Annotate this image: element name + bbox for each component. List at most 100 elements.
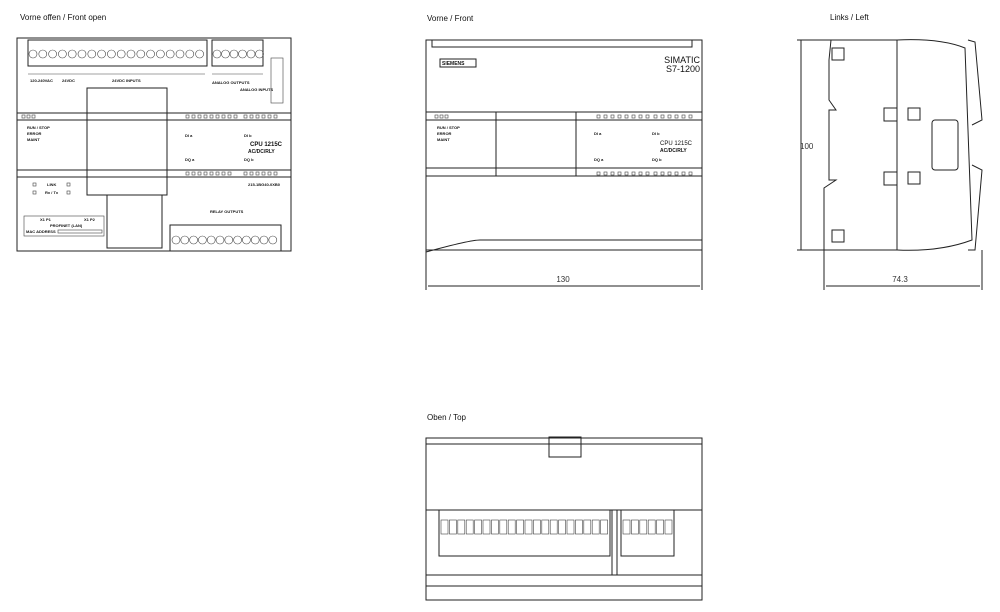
di-b-label: DI b [652,131,660,136]
terminal-opening [482,519,491,535]
led-indicator [674,171,679,176]
center-window [86,87,168,196]
rxtx-led-label: Rx / Tx [45,190,59,195]
terminal-opening [499,519,508,535]
terminal-opening [558,519,566,535]
led-indicator [26,114,31,119]
variant-label: AC/DC/RLY [248,149,275,155]
terminal-opening [457,519,466,535]
terminal-screw [107,49,116,59]
led-indicator [617,171,622,176]
led-indicator [209,114,214,119]
led-indicator [688,171,693,176]
terminal-screw [156,49,165,59]
led-indicator [32,190,37,195]
led-indicator [674,114,679,119]
terminal-opening [533,519,541,535]
status-error: ERROR [437,131,452,136]
terminal-opening [639,519,648,535]
status-run-stop: RUN / STOP [27,125,50,130]
terminal-opening [474,519,482,535]
terminal-screw [28,49,38,59]
led-indicator [603,171,608,176]
terminal-opening [507,519,516,535]
led-indicator [667,171,672,176]
led-indicator [610,114,615,119]
terminal-screw [146,49,155,59]
siemens-logo [439,58,477,68]
led-indicator [645,171,650,176]
led-indicator [261,171,266,176]
status-run-stop: RUN / STOP [437,125,460,130]
top-terminal-block-a [27,39,208,67]
led-indicator [653,114,658,119]
ethernet-port-cover [106,194,163,249]
led-indicator [273,171,278,176]
led-indicator [631,171,636,176]
dq-b-label: DQ b [244,157,254,162]
led-indicator [191,114,196,119]
view-title-front: Vorne / Front [427,14,474,23]
front-open-view: 120-240VAC 24VDC 24VDC INPUTS ANALOG OUT… [16,37,292,252]
led-indicator [221,171,226,176]
led-indicator [215,171,220,176]
top-terminal-block-b [211,39,264,67]
led-indicator [191,171,196,176]
terminal-screw [250,235,260,245]
terminal-screw [255,49,264,59]
terminal-opening [591,519,600,535]
left-view: 100 74.3 [797,39,983,290]
status-error: ERROR [27,131,42,136]
mac-address-label: MAC ADDRESS [26,229,56,234]
led-indicator [617,114,622,119]
terminal-screw [238,49,247,59]
memory-card-slot [270,57,284,104]
terminal-screw [242,235,251,245]
terminal-screw [259,235,269,245]
terminal-screw [195,49,204,59]
led-indicator [439,114,444,119]
led-indicator [434,114,439,119]
power-label: 120-240VAC [30,78,53,83]
terminal-opening [566,519,575,535]
height-dimension: 100 [800,142,814,151]
led-indicator [610,171,615,176]
led-indicator [227,171,232,176]
housing-outline [425,437,703,601]
terminal-opening [516,519,524,535]
series-line1: SIMATIC [664,55,700,65]
terminal-screw [171,235,181,245]
led-indicator [596,114,601,119]
terminal-opening [622,519,631,535]
terminal-opening [524,519,533,535]
led-indicator [638,114,643,119]
top-latch [548,436,582,458]
bottom-terminal-block [169,224,282,252]
depth-dimension: 74.3 [892,275,908,284]
led-indicator [209,171,214,176]
di-a-label: DI a [594,131,602,136]
led-indicator [444,114,449,119]
top-view [425,436,703,601]
side-body-front [896,39,973,251]
led-indicator [255,171,260,176]
led-indicator [624,171,629,176]
port1-label: X1 P1 [40,217,52,222]
led-indicator [624,114,629,119]
terminal-opening [440,519,449,535]
led-indicator [66,190,71,195]
terminal-opening [583,519,592,535]
led-indicator [185,114,190,119]
led-indicator [255,114,260,119]
terminal-screw [180,235,190,245]
side-body-rear [823,39,898,251]
led-indicator [261,114,266,119]
profinet-label-area [23,215,105,237]
terminal-opening [465,519,474,535]
led-indicator [660,114,665,119]
led-indicator [32,182,37,187]
terminal-opening [541,519,550,535]
terminal-screw [67,49,77,59]
model-label: CPU 1215C [660,141,693,147]
